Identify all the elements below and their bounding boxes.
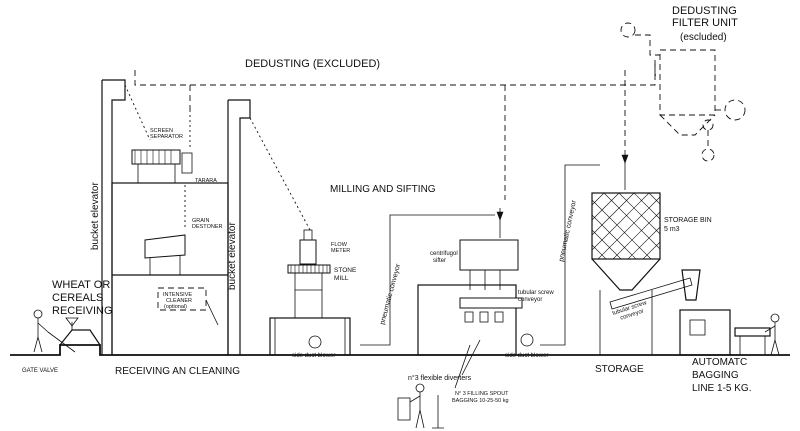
- worker-receiving: [33, 309, 49, 353]
- wheat-receiving-label: WHEAT OR CEREALS RECEIVING: [52, 279, 113, 317]
- storage-section: STORAGE BIN 5 m3 STORAGE tubular screwco…: [591, 150, 712, 375]
- worker-bagging: [764, 313, 780, 356]
- filling-spout-label: N° 3 FILLING SPOUT: [455, 391, 509, 397]
- storage-label: STORAGE: [595, 364, 644, 375]
- dedusting-label: DEDUSTING (EXCLUDED): [245, 58, 380, 70]
- bucket-elevator-2: bucket elevator: [227, 99, 311, 355]
- storage-bin-volume-label: 5 m3: [664, 226, 680, 233]
- worker-filling: [397, 383, 444, 429]
- side-duct-blower-2-label: side duct blower: [505, 353, 548, 359]
- ground-line: [10, 344, 790, 356]
- receiving-section: WHEAT OR CEREALS RECEIVING GATE VALVE: [22, 279, 113, 374]
- side-duct-blower-1-label: side duct blower: [292, 353, 335, 359]
- bucket-elevator-2-label: bucket elevator: [227, 222, 238, 290]
- pneumatic-conveyor-2-label: pneumatic conveyor: [558, 199, 578, 262]
- dedusting-filter-unit: DEDUSTING FILTER UNIT (escluded): [620, 5, 746, 162]
- dedusting-filter-excluded-label: (escluded): [680, 32, 727, 43]
- dedusting-filter-unit-label: DEDUSTING FILTER UNIT: [672, 5, 740, 29]
- milling-sifting-label: MILLING AND SIFTING: [330, 184, 436, 195]
- filling-spout-bagging-label: BAGGING 10-25-50 kg: [452, 398, 509, 404]
- intensive-cleaner-optional-label: (optional): [164, 304, 187, 310]
- tarara-label: TARARA: [195, 178, 217, 184]
- bucket-elevator-1-label: bucket elevator: [90, 182, 101, 250]
- dedusting-duct: DEDUSTING (EXCLUDED): [134, 58, 656, 200]
- automatic-bagging-label: AUTOMATC BAGGING LINE 1-5 KG.: [692, 357, 751, 394]
- pneumatic-conveyor-1-label: pneumatic conveyor: [379, 263, 402, 326]
- pneumatic-conveyor-2: pneumatic conveyor: [540, 164, 600, 346]
- pneumatic-conveyor-1: pneumatic conveyor: [360, 214, 495, 346]
- bagging-line: AUTOMATC BAGGING LINE 1-5 KG.: [679, 269, 780, 394]
- storage-bin-label: STORAGE BIN: [664, 217, 712, 224]
- receiving-cleaning-label: RECEIVING AN CLEANING: [115, 366, 240, 377]
- gate-valve-label: GATE VALVE: [22, 368, 58, 374]
- flexible-diverters-label: n°3 flexible diverters: [408, 374, 472, 382]
